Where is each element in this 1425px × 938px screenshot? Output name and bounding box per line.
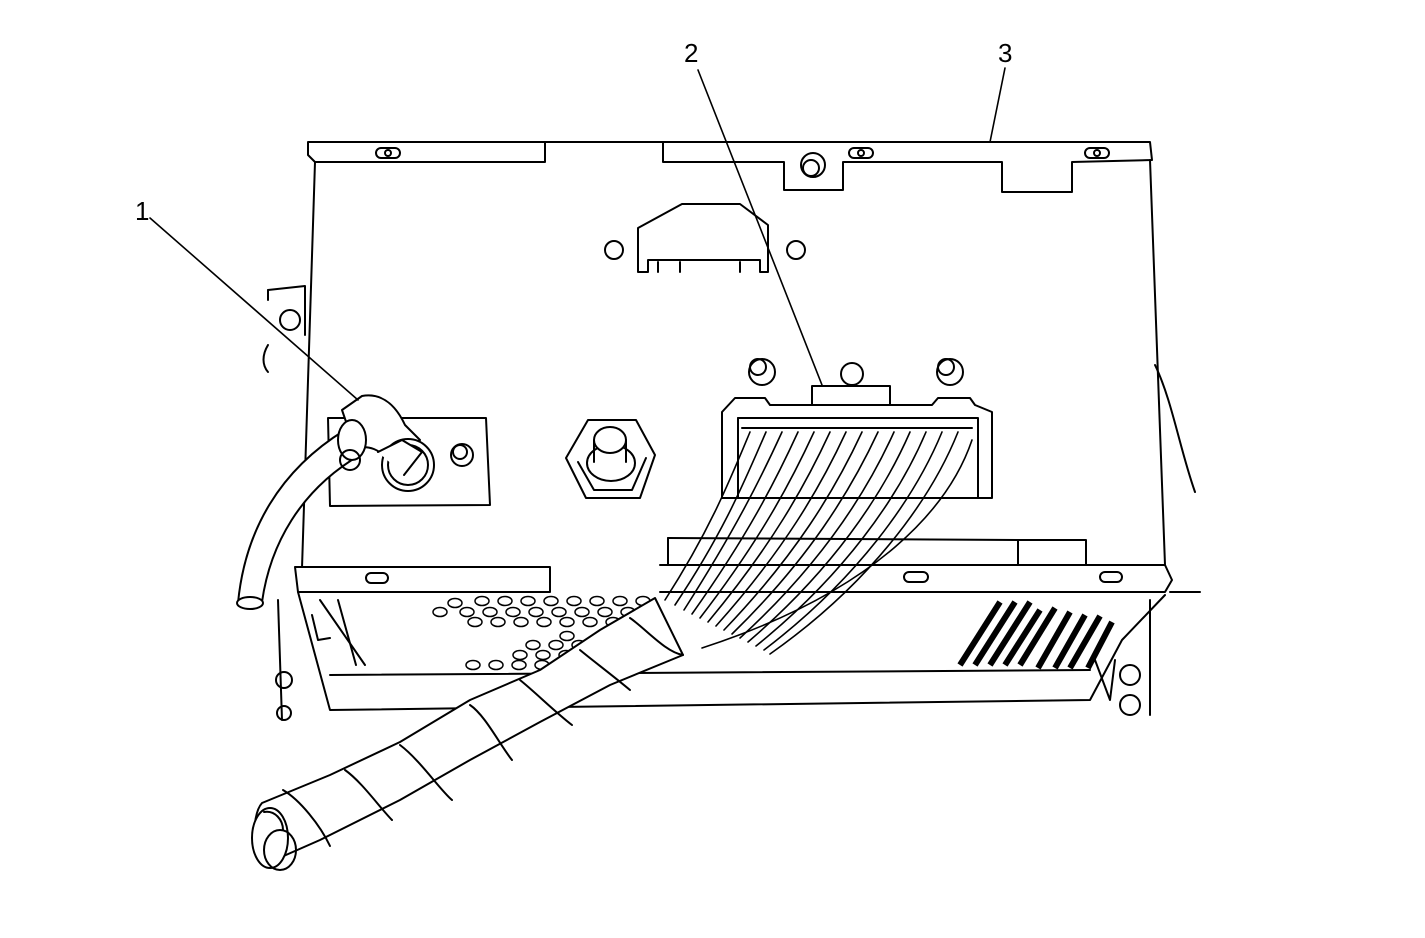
callout-1: 1 (135, 196, 150, 226)
wiring-harness (252, 598, 683, 870)
ground-stud (566, 420, 655, 498)
leader-lines (150, 68, 1005, 400)
left-mounting-bracket (264, 286, 306, 720)
main-wiring-connector (665, 386, 992, 654)
callout-3: 3 (998, 38, 1013, 68)
label-plate (960, 602, 1112, 668)
callout-2: 2 (684, 38, 699, 68)
leader-line-1 (150, 218, 358, 400)
leader-line-3 (990, 68, 1005, 142)
antenna-cable (237, 395, 434, 609)
leader-line-2 (698, 70, 822, 385)
right-mounting-bracket (1120, 365, 1195, 715)
radio-chassis (302, 142, 1165, 568)
lower-panel (295, 538, 1200, 710)
vent-holes (433, 597, 650, 670)
